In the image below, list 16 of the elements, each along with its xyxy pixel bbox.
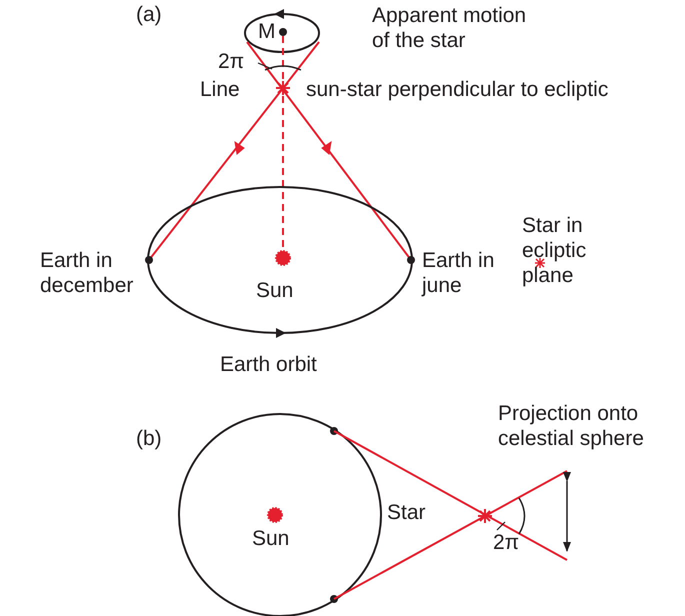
angle-label: 2π <box>493 530 520 555</box>
panel-label: (b) <box>136 426 162 451</box>
caption: Line <box>200 77 240 102</box>
caption: Earth in june <box>422 248 496 298</box>
caption: Earth in december <box>40 248 134 298</box>
caption: Sun <box>256 278 294 303</box>
point-label: M <box>258 19 276 44</box>
caption: Sun <box>252 526 290 551</box>
caption: Apparent motion of the star <box>372 3 527 53</box>
caption: Star in ecliptic plane <box>522 213 588 288</box>
caption: sun-star perpendicular to ecliptic <box>306 77 608 102</box>
caption: Earth orbit <box>220 352 317 377</box>
caption: Star <box>387 500 426 525</box>
angle-label: 2π <box>218 49 244 74</box>
caption: Projection onto celestial sphere <box>498 401 645 451</box>
panel-label: (a) <box>136 2 162 27</box>
